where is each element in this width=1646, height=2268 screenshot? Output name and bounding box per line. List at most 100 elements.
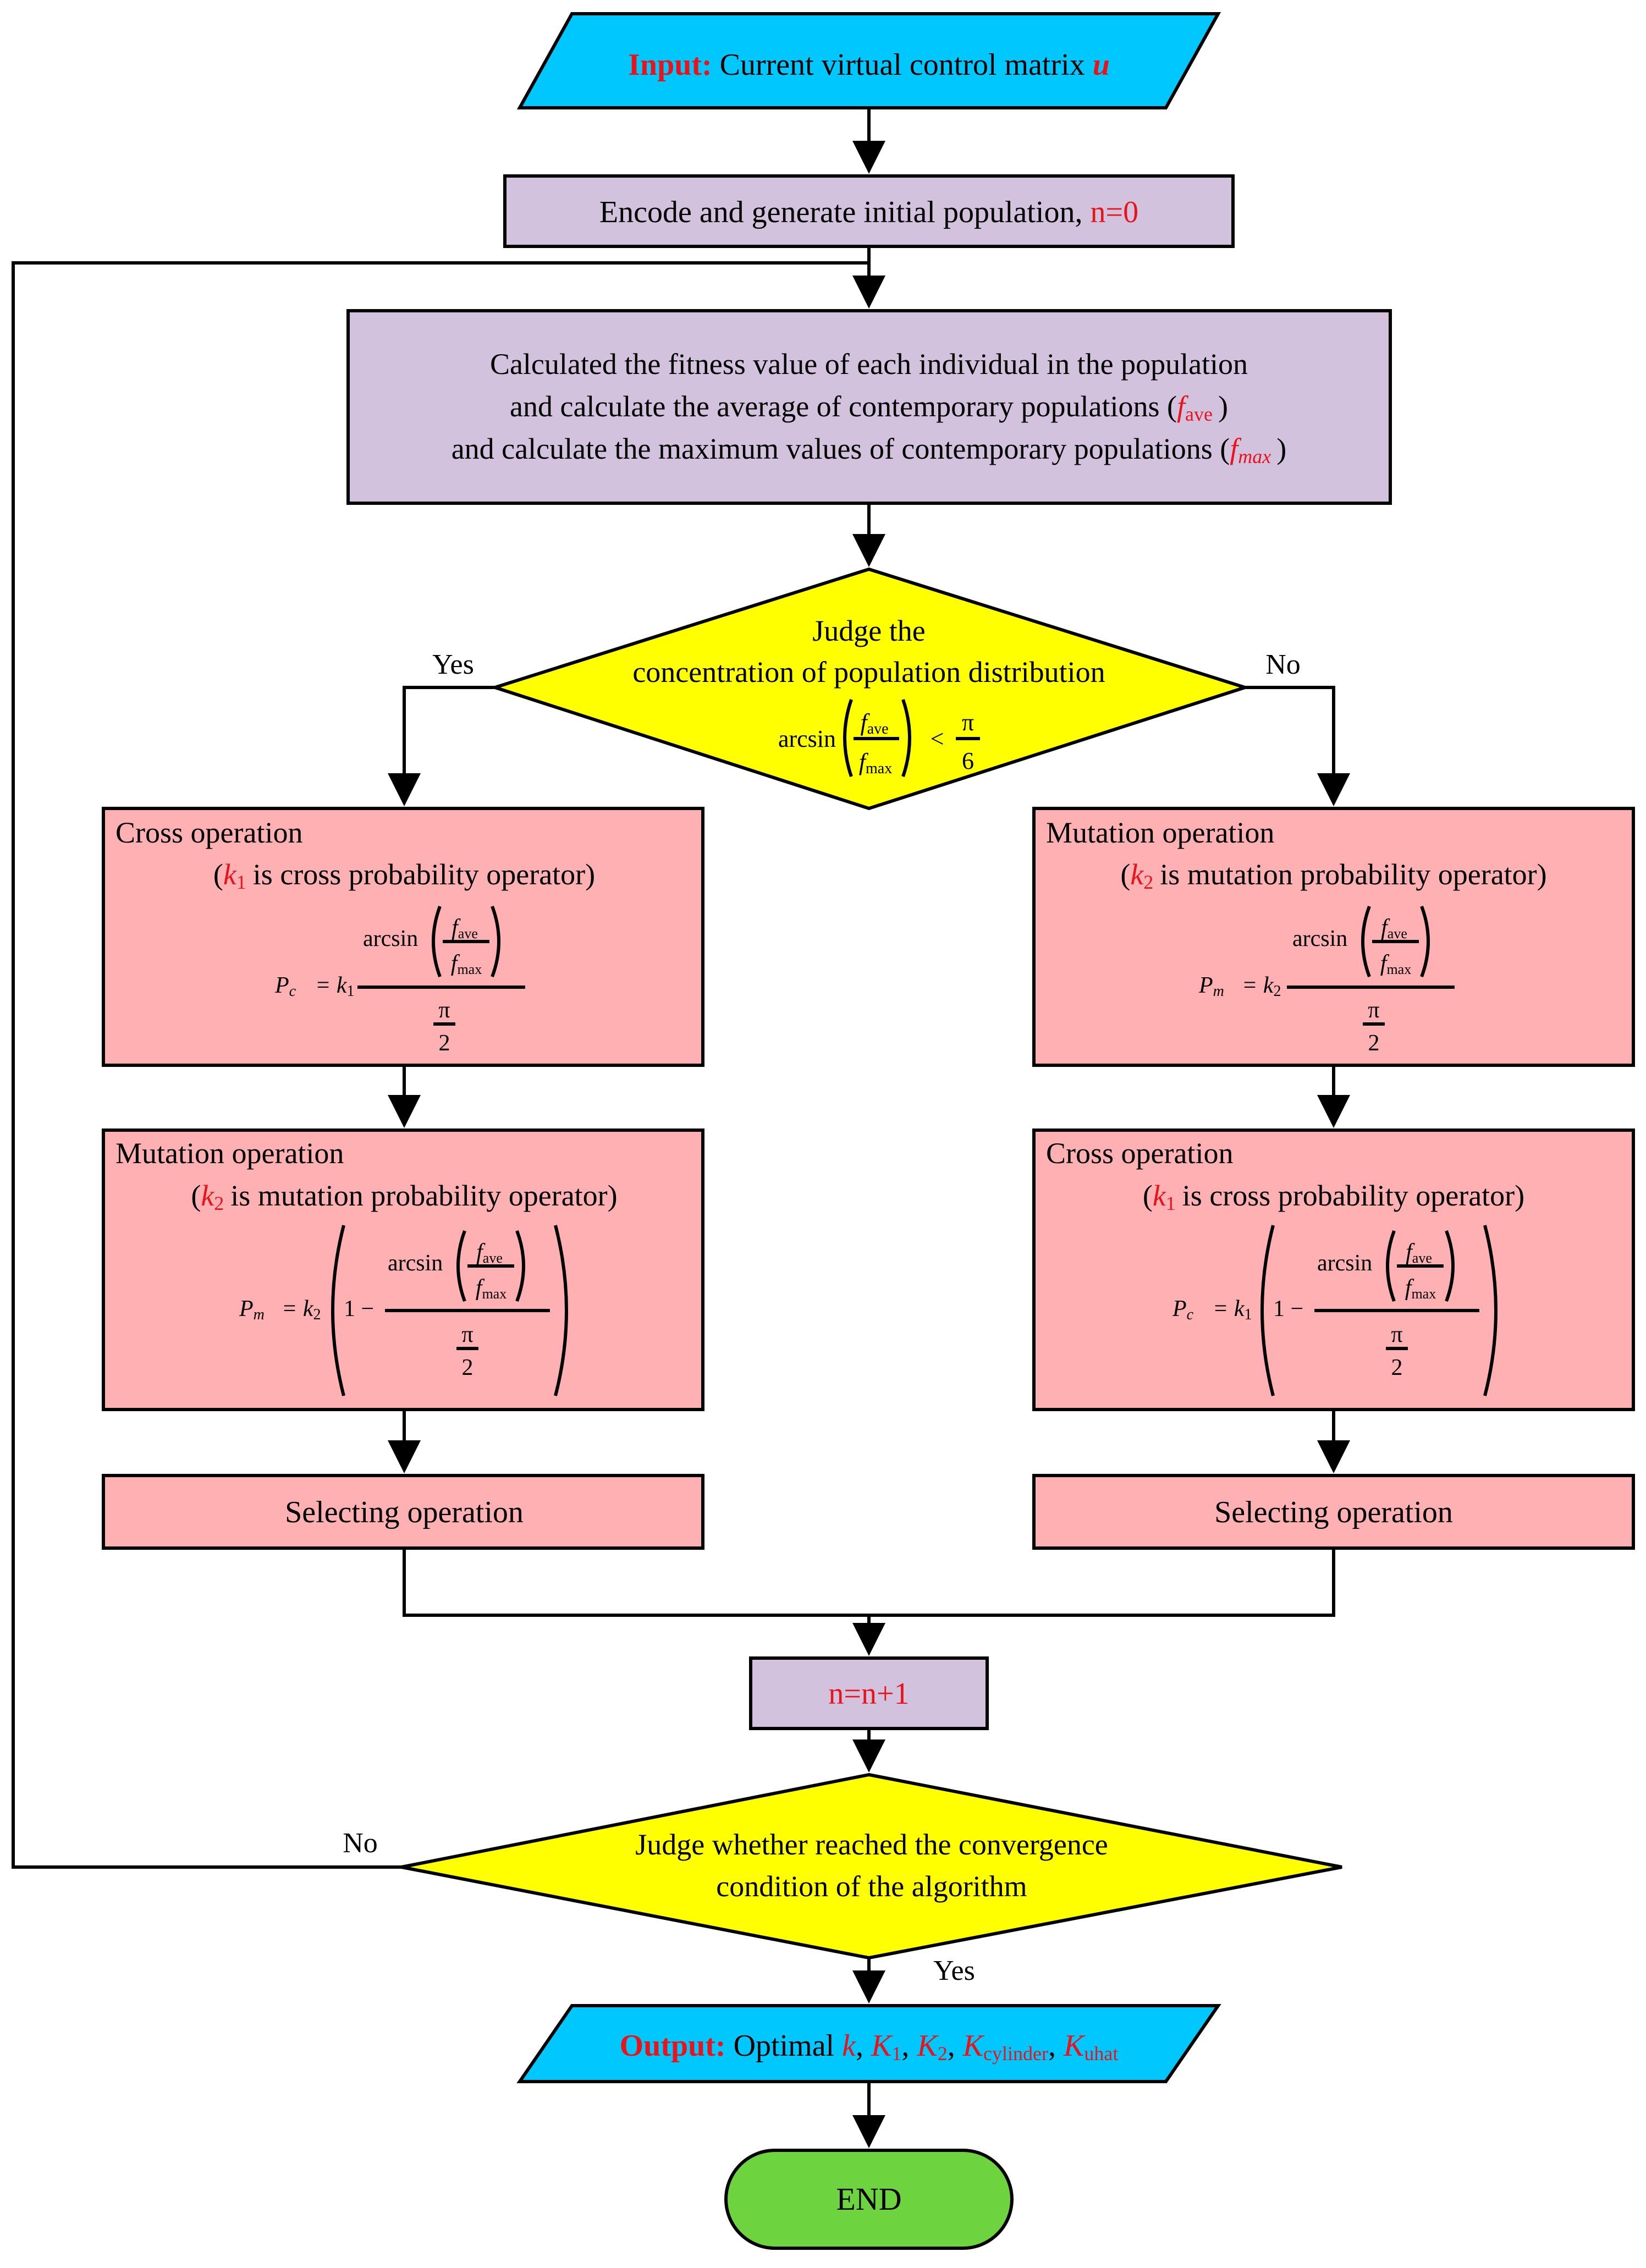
input-label: Input: bbox=[628, 48, 712, 82]
svg-text:<: < bbox=[931, 725, 944, 752]
svg-text:Pc: Pc bbox=[1172, 1296, 1194, 1323]
svg-text:π: π bbox=[461, 1322, 473, 1347]
judge-convergence-line2: condition of the algorithm bbox=[716, 1870, 1027, 1903]
judge-concentration-line1: Judge the bbox=[812, 614, 925, 647]
svg-text:fmax: fmax bbox=[1405, 1275, 1436, 1302]
judge-concentration-line2: concentration of population distribution bbox=[632, 656, 1105, 689]
select-left-node: Selecting operation bbox=[102, 1474, 704, 1550]
svg-text:fave: fave bbox=[1406, 1240, 1432, 1266]
svg-text:= k2: = k2 bbox=[282, 1296, 321, 1323]
svg-text:= k1: = k1 bbox=[315, 973, 354, 1000]
svg-text:1 −: 1 − bbox=[1273, 1296, 1303, 1322]
svg-text:fmax: fmax bbox=[451, 951, 482, 977]
loop-back-line bbox=[12, 261, 869, 1869]
judge-concentration-node: Judge the concentration of population di… bbox=[432, 567, 1301, 811]
judge-convergence-line1: Judge whether reached the convergence bbox=[635, 1828, 1108, 1861]
right-mutation-box bbox=[1032, 807, 1635, 1067]
select-right-node: Selecting operation bbox=[1032, 1474, 1635, 1550]
input-shape bbox=[516, 12, 1221, 109]
svg-text:π: π bbox=[962, 709, 974, 736]
fitness-line3: and calculate the maximum values of cont… bbox=[452, 432, 1287, 467]
increment-text: n=n+1 bbox=[828, 1677, 909, 1711]
input-variable: u bbox=[1093, 48, 1110, 82]
svg-text:1 −: 1 − bbox=[344, 1296, 374, 1322]
select-right-box bbox=[1032, 1474, 1635, 1550]
left-cross-title: Cross operation bbox=[115, 816, 302, 849]
formula-paren-left bbox=[843, 699, 853, 777]
convergence-no-label: No bbox=[343, 1827, 378, 1859]
svg-text:arcsin: arcsin bbox=[778, 725, 836, 752]
fitness-line2: and calculate the average of contemporar… bbox=[510, 390, 1228, 425]
svg-text:2: 2 bbox=[1391, 1355, 1403, 1380]
left-cross-box bbox=[102, 807, 704, 1067]
encode-description: Encode and generate initial population, bbox=[599, 195, 1083, 229]
svg-text:= k2: = k2 bbox=[1242, 973, 1281, 1000]
merge-line bbox=[403, 1548, 1335, 1617]
svg-text:= k1: = k1 bbox=[1213, 1296, 1252, 1323]
output-text: Output: Optimal k, K1, K2, Kcylinder, Ku… bbox=[620, 2029, 1119, 2065]
fitness-box bbox=[346, 309, 1392, 505]
judge-convergence-node: Judge whether reached the convergence co… bbox=[343, 1772, 1342, 1986]
input-text: Input: Current virtual control matrix u bbox=[628, 48, 1110, 82]
select-left-box bbox=[102, 1474, 704, 1550]
encode-text: Encode and generate initial population, … bbox=[599, 195, 1138, 229]
end-shape bbox=[724, 2149, 1014, 2250]
formula-paren-right bbox=[901, 699, 911, 777]
connectors bbox=[12, 108, 1350, 2148]
input-description: Current virtual control matrix bbox=[720, 48, 1085, 82]
fitness-node: Calculated the fitness value of each ind… bbox=[346, 309, 1392, 505]
svg-text:π: π bbox=[438, 998, 450, 1023]
svg-text:2: 2 bbox=[439, 1031, 450, 1056]
svg-text:arcsin: arcsin bbox=[388, 1251, 443, 1276]
svg-text:Pc: Pc bbox=[274, 973, 296, 1000]
end-text: END bbox=[836, 2181, 901, 2217]
select-left-text: Selecting operation bbox=[285, 1495, 524, 1529]
left-mutation-box bbox=[102, 1129, 704, 1411]
svg-text:π: π bbox=[1368, 998, 1379, 1023]
right-cross-formula: Pc = k1 1 − arcsin fave fmax π 2 bbox=[1172, 1225, 1498, 1396]
left-cross-formula: Pc = k1 arcsin fave fmax π 2 bbox=[274, 905, 525, 1056]
input-node: Input: Current virtual control matrix u bbox=[516, 12, 1221, 109]
encode-node: Encode and generate initial population, … bbox=[503, 174, 1235, 248]
encode-counter: n=0 bbox=[1091, 195, 1139, 229]
left-mutation-title: Mutation operation bbox=[115, 1137, 344, 1170]
svg-text:arcsin: arcsin bbox=[363, 926, 418, 951]
left-mutation-formula: Pm = k2 1 − arcsin fave fmax π 2 bbox=[239, 1225, 568, 1396]
yes-label: Yes bbox=[432, 649, 474, 680]
judge-concentration-shape bbox=[489, 567, 1251, 811]
right-mutation-title: Mutation operation bbox=[1046, 816, 1274, 849]
svg-text:2: 2 bbox=[462, 1355, 474, 1380]
select-right-text: Selecting operation bbox=[1214, 1495, 1453, 1529]
svg-text:fave: fave bbox=[476, 1240, 503, 1266]
svg-text:arcsin: arcsin bbox=[1317, 1251, 1372, 1276]
right-cross-title: Cross operation bbox=[1046, 1137, 1233, 1170]
no-label: No bbox=[1265, 649, 1301, 680]
right-mutation-formula: Pm = k2 arcsin fave fmax π 2 bbox=[1198, 905, 1455, 1056]
right-cross-box bbox=[1032, 1129, 1635, 1411]
svg-text:2: 2 bbox=[1368, 1031, 1380, 1056]
increment-node: n=n+1 bbox=[749, 1656, 989, 1730]
fitness-line1: Calculated the fitness value of each ind… bbox=[490, 348, 1248, 381]
svg-text:π: π bbox=[1391, 1322, 1402, 1347]
increment-box bbox=[749, 1656, 989, 1730]
svg-text:6: 6 bbox=[962, 747, 974, 774]
svg-text:arcsin: arcsin bbox=[1292, 926, 1347, 951]
svg-text:Pm: Pm bbox=[1198, 973, 1224, 1000]
output-shape bbox=[516, 2004, 1221, 2083]
svg-text:Pm: Pm bbox=[239, 1296, 265, 1323]
arrow-no-branch bbox=[1245, 686, 1350, 806]
encode-box bbox=[503, 174, 1235, 248]
svg-text:fave: fave bbox=[452, 915, 478, 942]
arrow-yes-branch bbox=[388, 686, 495, 806]
judge-convergence-shape bbox=[401, 1772, 1342, 1960]
output-node: Output: Optimal k, K1, K2, Kcylinder, Ku… bbox=[516, 2004, 1221, 2083]
